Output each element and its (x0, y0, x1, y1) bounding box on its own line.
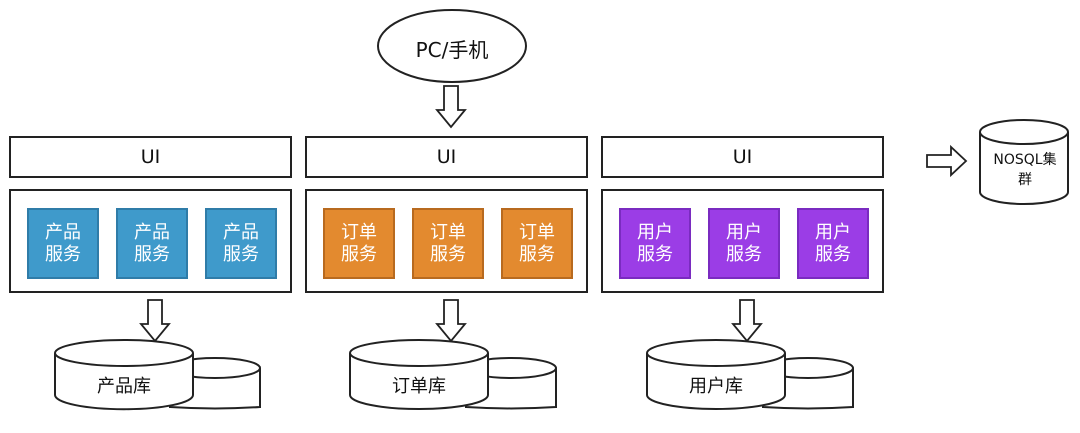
order-service: 订单 服务 (501, 208, 573, 279)
nosql-label-line2: 群 (1018, 172, 1032, 188)
database-cylinder-order (349, 339, 557, 410)
database-label-product: 产品库 (97, 376, 151, 397)
down-arrow-icon (435, 299, 467, 343)
right-arrow-icon (926, 144, 968, 178)
ui-layer-product: UI (9, 136, 292, 178)
nosql-label-line1: NOSQL集 (993, 152, 1057, 168)
service-label-line2: 服务 (45, 243, 81, 265)
service-label-line1: 订单 (341, 221, 377, 243)
service-label-line2: 服务 (726, 243, 762, 265)
service-label-line2: 服务 (134, 243, 170, 265)
service-label-line1: 产品 (134, 221, 170, 243)
down-arrow-icon (139, 299, 171, 343)
service-label-line1: 订单 (519, 221, 555, 243)
client-label: PC/手机 (415, 38, 489, 62)
database-label-user: 用户库 (689, 376, 743, 397)
nosql-cylinder (979, 119, 1069, 205)
client-ellipse (377, 9, 527, 83)
ui-layer-user: UI (601, 136, 884, 178)
database-cylinder-user (646, 339, 854, 410)
service-label-line2: 服务 (223, 243, 259, 265)
service-group-order: 订单 服务 订单 服务 订单 服务 (305, 189, 588, 293)
service-label-line2: 服务 (341, 243, 377, 265)
service-label-line2: 服务 (430, 243, 466, 265)
ui-label: UI (732, 146, 753, 168)
order-service: 订单 服务 (323, 208, 395, 279)
product-service: 产品 服务 (205, 208, 277, 279)
down-arrow-icon (435, 85, 467, 129)
down-arrow-icon (731, 299, 763, 343)
service-label-line1: 用户 (637, 221, 673, 243)
product-service: 产品 服务 (27, 208, 99, 279)
user-service: 用户 服务 (619, 208, 691, 279)
service-label-line1: 产品 (45, 221, 81, 243)
order-service: 订单 服务 (412, 208, 484, 279)
ui-label: UI (140, 146, 161, 168)
user-service: 用户 服务 (708, 208, 780, 279)
service-label-line2: 服务 (637, 243, 673, 265)
service-label-line2: 服务 (815, 243, 851, 265)
service-label-line1: 产品 (223, 221, 259, 243)
service-label-line1: 用户 (815, 221, 851, 243)
service-group-product: 产品 服务 产品 服务 产品 服务 (9, 189, 292, 293)
database-cylinder-product (54, 339, 261, 411)
ui-layer-order: UI (305, 136, 588, 178)
database-label-order: 订单库 (392, 376, 446, 397)
user-service: 用户 服务 (797, 208, 869, 279)
product-service: 产品 服务 (116, 208, 188, 279)
service-label-line1: 订单 (430, 221, 466, 243)
service-label-line2: 服务 (519, 243, 555, 265)
service-group-user: 用户 服务 用户 服务 用户 服务 (601, 189, 884, 293)
ui-label: UI (436, 146, 457, 168)
nosql-label: NOSQL集 群 (982, 150, 1068, 190)
service-label-line1: 用户 (726, 221, 762, 243)
